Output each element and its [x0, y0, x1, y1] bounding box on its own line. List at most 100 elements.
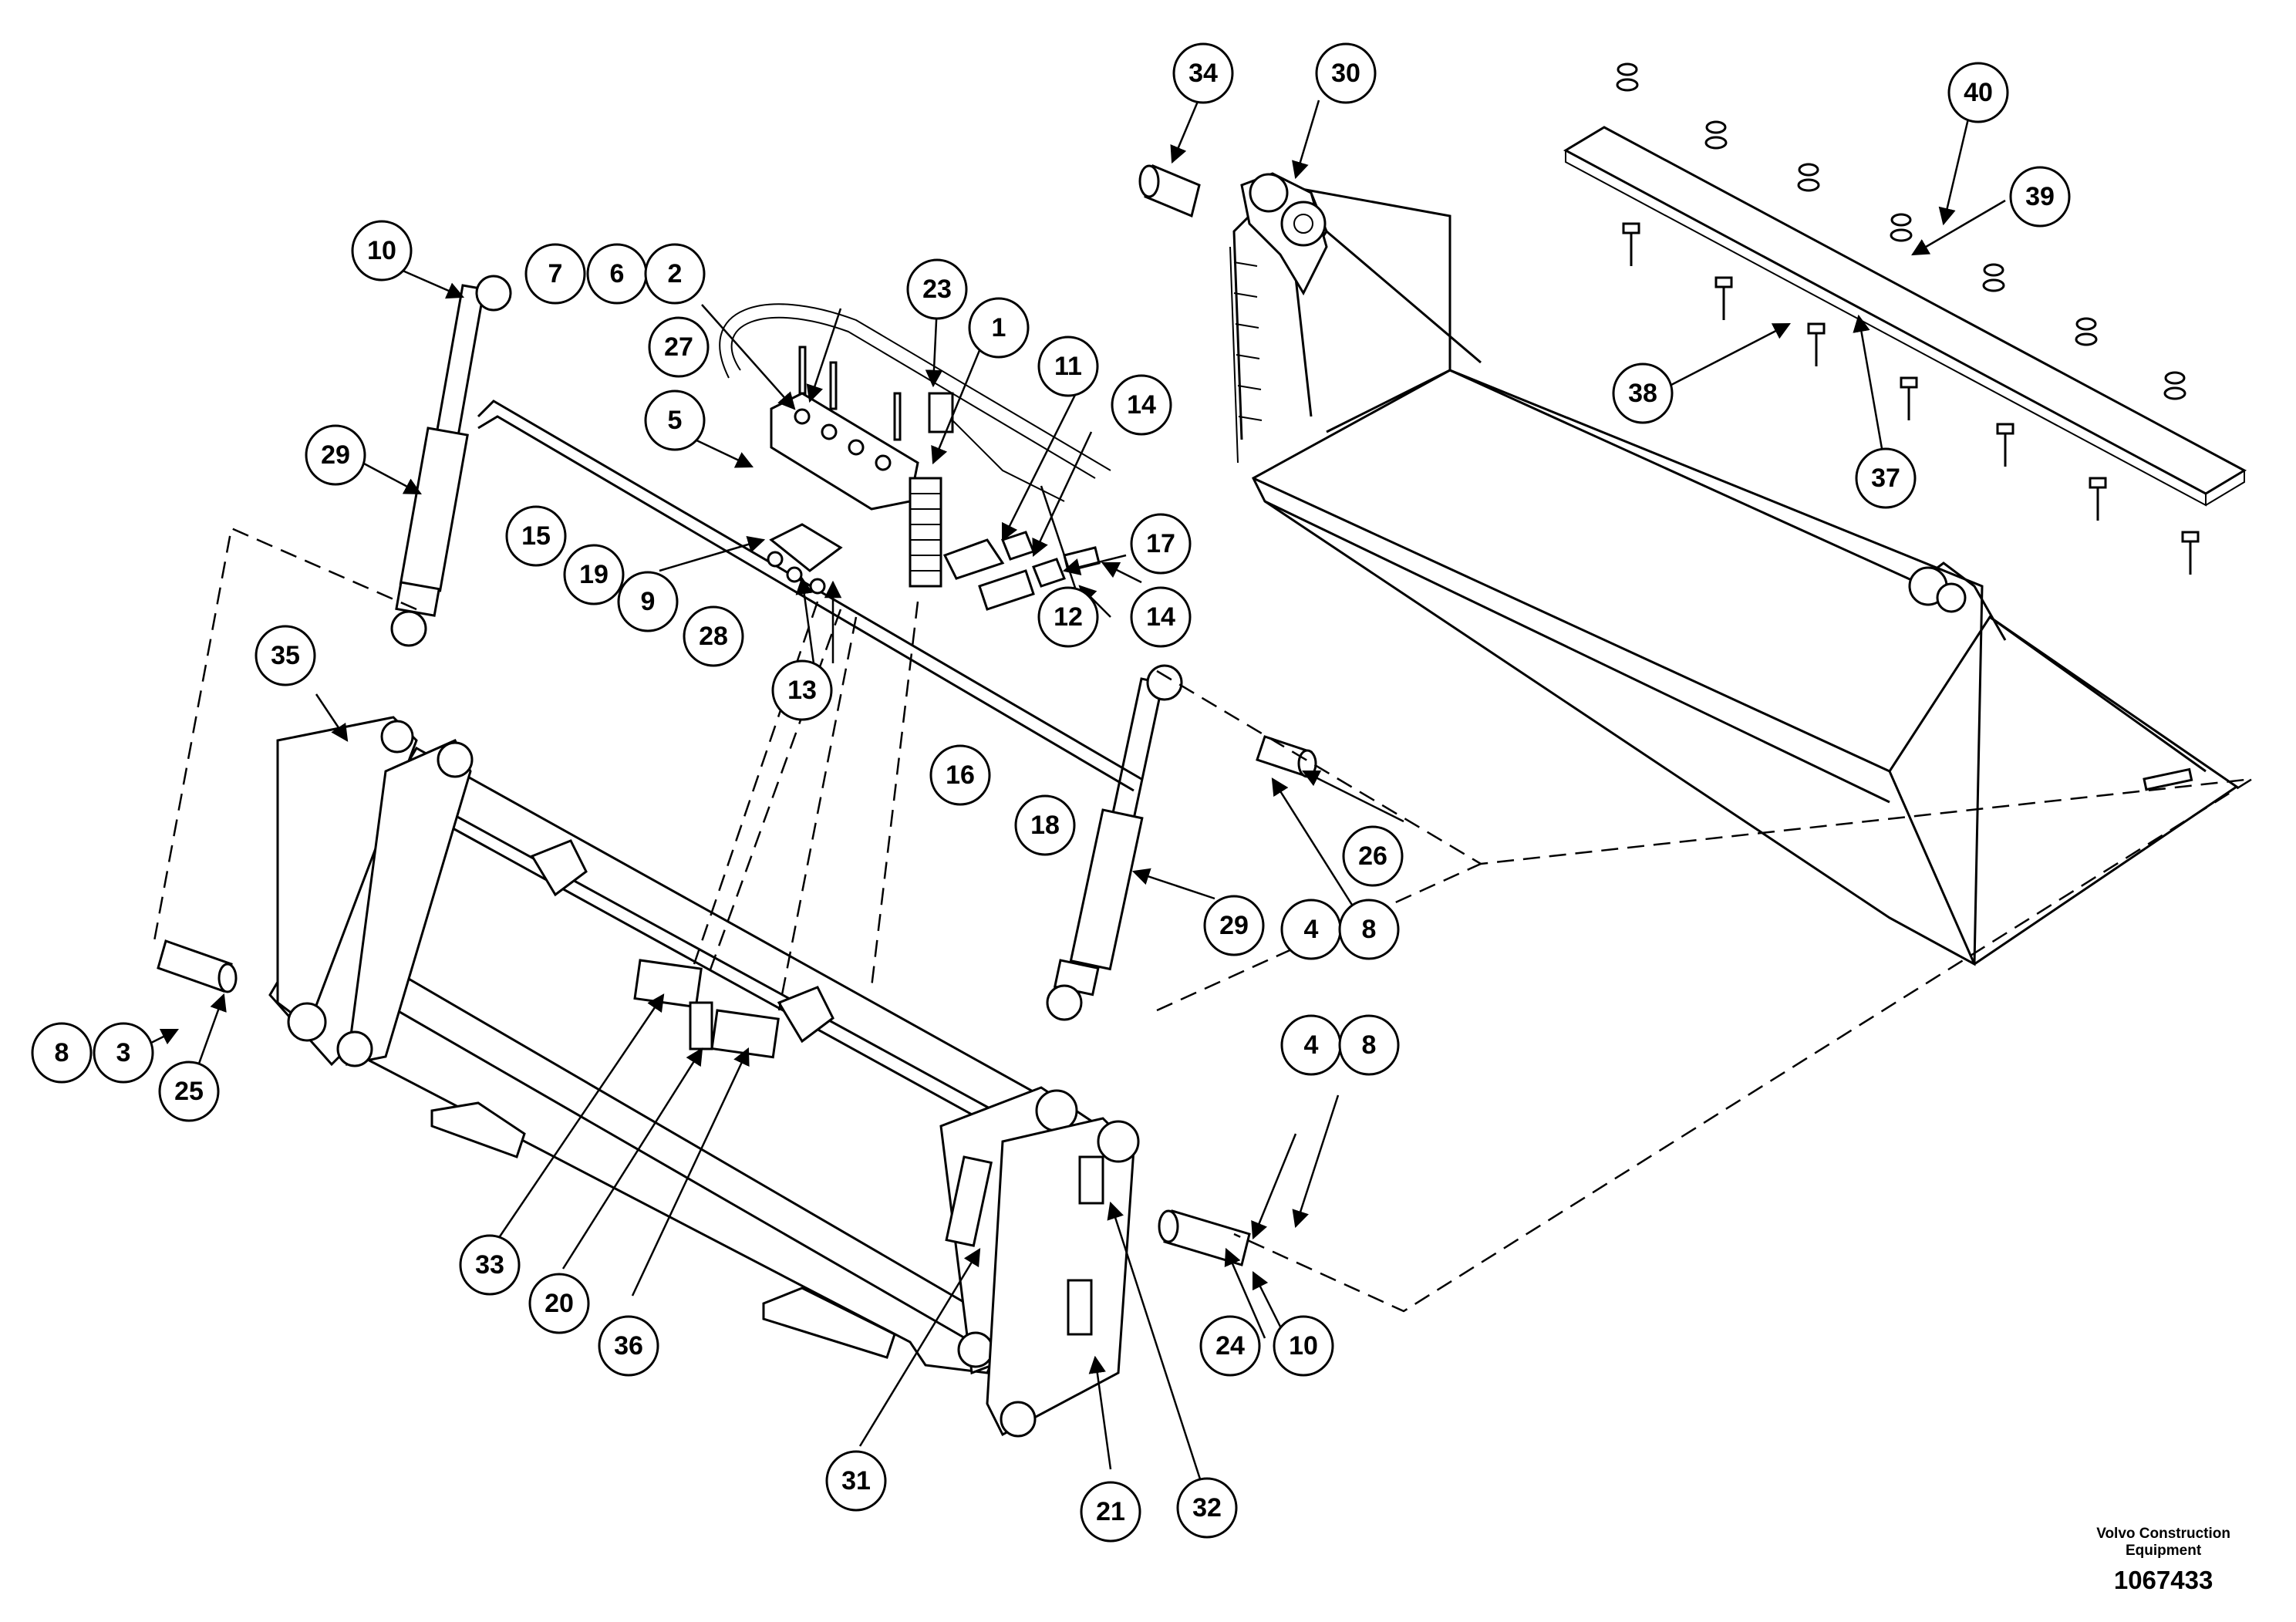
pin-24	[1158, 1209, 1251, 1266]
svg-text:32: 32	[1192, 1493, 1222, 1523]
callout-8-left: 8	[31, 1022, 93, 1084]
callout-15: 15	[505, 505, 567, 567]
svg-text:4: 4	[1304, 1030, 1319, 1060]
svg-text:34: 34	[1188, 59, 1218, 88]
svg-text:5: 5	[668, 406, 683, 435]
callout-7: 7	[524, 243, 586, 305]
pin-26	[1256, 735, 1317, 778]
svg-text:21: 21	[1096, 1497, 1125, 1526]
edge-bolts	[1616, 62, 2200, 575]
callout-30: 30	[1315, 42, 1377, 104]
callout-29-left: 29	[305, 424, 366, 486]
svg-text:16: 16	[946, 760, 975, 790]
svg-text:29: 29	[1219, 911, 1249, 940]
pin-25	[157, 939, 238, 993]
svg-text:10: 10	[1289, 1331, 1318, 1361]
callout-6: 6	[586, 243, 648, 305]
callout-35: 33	[459, 1234, 521, 1296]
svg-text:40: 40	[1964, 78, 1993, 107]
svg-text:19: 19	[579, 560, 609, 589]
callout-16: 16	[929, 744, 991, 806]
callout-13: 13	[771, 659, 833, 721]
svg-text:14: 14	[1146, 602, 1175, 632]
callout-40: 40	[1947, 62, 2009, 123]
callout-10-bottom: 10	[1273, 1315, 1334, 1377]
svg-text:8: 8	[1362, 915, 1377, 944]
callout-31: 34	[1172, 42, 1234, 104]
svg-text:24: 24	[1215, 1331, 1245, 1361]
callout-14-top: 14	[1111, 374, 1172, 436]
svg-text:29: 29	[321, 440, 350, 470]
svg-text:39: 39	[2025, 182, 2055, 211]
pin-31	[1138, 164, 1201, 218]
callout-12: 12	[1037, 586, 1099, 648]
document-number: 1067433	[2113, 1566, 2213, 1594]
callout-37: 37	[1855, 447, 1917, 509]
callout-24: 24	[1199, 1315, 1261, 1377]
svg-text:12: 12	[1054, 602, 1083, 632]
svg-text:7: 7	[548, 259, 563, 288]
svg-text:6: 6	[610, 259, 625, 288]
svg-text:27: 27	[664, 332, 693, 362]
svg-text:38: 38	[1628, 379, 1657, 408]
callout-19: 19	[563, 544, 625, 605]
callout-8-right: 8	[1338, 899, 1400, 960]
callout-4-right: 4	[1280, 899, 1342, 960]
attach-frame	[268, 716, 1140, 1438]
callout-2: 2	[644, 243, 706, 305]
company-name-line2: Equipment	[2126, 1543, 2202, 1559]
callout-20: 20	[528, 1273, 590, 1334]
callout-23: 23	[906, 258, 968, 320]
callout-25: 25	[158, 1061, 220, 1122]
callout-38: 38	[1612, 363, 1674, 424]
callout-8-bottom: 8	[1338, 1014, 1400, 1076]
callout-4-bottom: 4	[1280, 1014, 1342, 1076]
bucket	[1229, 172, 2239, 966]
callout-3: 3	[93, 1022, 154, 1084]
valve-block	[767, 346, 919, 595]
callout-17: 17	[1130, 513, 1192, 575]
svg-text:15: 15	[521, 521, 551, 551]
svg-text:3: 3	[116, 1038, 131, 1067]
callout-14-bottom: 14	[1130, 586, 1192, 648]
svg-text:25: 25	[174, 1077, 204, 1106]
svg-text:31: 31	[841, 1466, 871, 1496]
callout-29-right: 29	[1203, 895, 1265, 956]
cutting-edge-37	[1563, 126, 2247, 507]
callout-21: 21	[1080, 1481, 1141, 1543]
svg-text:20: 20	[544, 1289, 574, 1318]
svg-text:30: 30	[1331, 59, 1360, 88]
svg-text:13: 13	[787, 676, 817, 705]
svg-text:9: 9	[641, 587, 656, 616]
svg-text:1: 1	[992, 313, 1006, 342]
svg-text:14: 14	[1127, 390, 1156, 420]
callout-27: 27	[648, 316, 710, 378]
company-name-line1: Volvo Construction	[2096, 1526, 2230, 1542]
callout-10-top: 10	[351, 220, 413, 282]
callout-39: 39	[2009, 166, 2071, 228]
callout-34: 36	[598, 1315, 659, 1377]
svg-text:28: 28	[699, 622, 728, 651]
svg-text:17: 17	[1146, 529, 1175, 558]
alignment-lines	[153, 527, 2253, 1313]
svg-text:4: 4	[1304, 915, 1319, 944]
svg-text:11: 11	[1054, 352, 1082, 381]
svg-text:36: 36	[614, 1331, 643, 1361]
svg-text:8: 8	[55, 1038, 69, 1067]
callout-11: 11	[1037, 336, 1099, 397]
callout-1: 1	[968, 297, 1030, 359]
couplers	[942, 531, 1101, 611]
svg-text:10: 10	[367, 236, 396, 265]
callout-28: 28	[683, 605, 744, 667]
cylinder-left	[390, 275, 512, 647]
svg-text:26: 26	[1358, 841, 1387, 871]
callout-9: 9	[617, 571, 679, 632]
callout-26: 26	[1342, 825, 1404, 887]
svg-text:37: 37	[1871, 464, 1900, 493]
cylinder-right	[1046, 664, 1183, 1021]
footer: Volvo Construction Equipment 1067433	[2096, 1526, 2230, 1595]
svg-text:2: 2	[668, 259, 683, 288]
svg-text:8: 8	[1362, 1030, 1377, 1060]
svg-text:35: 35	[271, 641, 300, 670]
